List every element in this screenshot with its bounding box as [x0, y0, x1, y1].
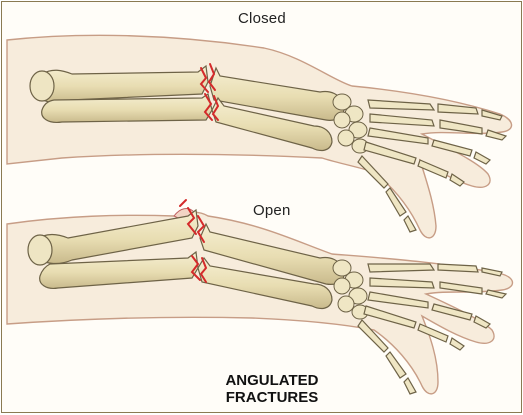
closed-radius-head: [30, 71, 54, 101]
open-radius-head: [28, 235, 52, 265]
figure-caption: ANGULATED FRACTURES: [202, 372, 342, 406]
open-label: Open: [253, 202, 291, 219]
closed-label: Closed: [238, 10, 286, 27]
caption-line-2: FRACTURES: [202, 389, 342, 406]
caption-line-1: ANGULATED: [202, 372, 342, 389]
open-forearm: [7, 200, 513, 394]
